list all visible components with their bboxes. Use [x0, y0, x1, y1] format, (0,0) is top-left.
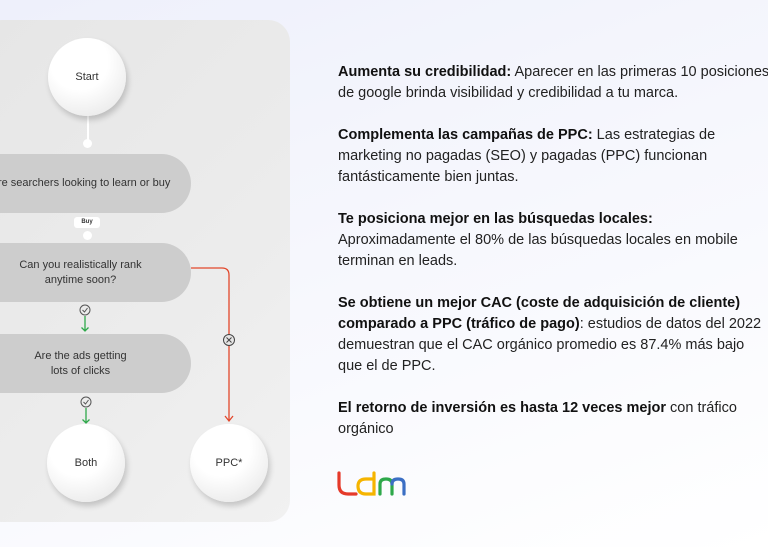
check-circle-icon	[79, 304, 91, 316]
text-line: marketing no pagadas (SEO) y pagadas (PP…	[338, 146, 768, 167]
text-line: El retorno de inversión es hasta 12 vece…	[338, 398, 768, 419]
benefits-text: Aumenta su credibilidad: Aparecer en las…	[338, 62, 768, 461]
bold-text: Te posiciona mejor en las búsquedas loca…	[338, 211, 653, 227]
text-line: Se obtiene un mejor CAC (coste de adquis…	[338, 293, 768, 314]
start-label: Start	[75, 71, 99, 83]
buy-label: Buy	[74, 217, 100, 228]
udm-logo	[337, 471, 406, 496]
both-node: Both	[47, 424, 125, 502]
x-circle-icon	[223, 334, 235, 346]
body-text: orgánico	[338, 421, 394, 437]
text-line: demuestran que el CAC orgánico promedio …	[338, 335, 768, 356]
bold-text: Complementa las campañas de PPC:	[338, 127, 593, 143]
text-line: Aumenta su credibilidad: Aparecer en las…	[338, 62, 768, 83]
both-label: Both	[74, 457, 98, 469]
benefit-paragraph: Se obtiene un mejor CAC (coste de adquis…	[338, 293, 768, 377]
body-text: Aparecer en las primeras 10 posiciones	[511, 64, 768, 80]
benefit-paragraph: Complementa las campañas de PPC: Las est…	[338, 125, 768, 188]
decision-learn-or-buy: Are searchers looking to learn or buy	[0, 154, 191, 213]
ppc-node: PPC*	[190, 424, 268, 502]
check-circle-icon	[80, 396, 92, 408]
body-text: que el de PPC.	[338, 358, 436, 374]
body-text: marketing no pagadas (SEO) y pagadas (PP…	[338, 148, 708, 164]
yes-arrow	[81, 316, 89, 332]
yes-arrow	[82, 408, 90, 424]
bold-text: Aumenta su credibilidad:	[338, 64, 512, 80]
start-node: Start	[48, 38, 126, 116]
text-line: orgánico	[338, 419, 768, 440]
benefit-paragraph: El retorno de inversión es hasta 12 vece…	[338, 398, 768, 440]
connector-dot	[83, 139, 92, 148]
benefit-paragraph: Aumenta su credibilidad: Aparecer en las…	[338, 62, 768, 104]
body-text: demuestran que el CAC orgánico promedio …	[338, 337, 745, 353]
connector-dot	[83, 231, 92, 240]
bold-text: Se obtiene un mejor CAC (coste de adquis…	[338, 295, 741, 311]
text-line: terminan en leads.	[338, 251, 768, 272]
text-line: de google brinda visibilidad y credibili…	[338, 83, 768, 104]
body-text: : estudios de datos del 2022	[579, 316, 762, 332]
text-line: Aproximadamente el 80% de las búsquedas …	[338, 230, 768, 251]
bold-text: El retorno de inversión es hasta 12 vece…	[338, 400, 667, 416]
no-arrowhead	[224, 415, 234, 423]
text-line: Te posiciona mejor en las búsquedas loca…	[338, 209, 768, 230]
no-branch-line	[191, 267, 230, 420]
text-line: Complementa las campañas de PPC: Las est…	[338, 125, 768, 146]
body-text: de google brinda visibilidad y credibili…	[338, 85, 679, 101]
body-text: con tráfico	[666, 400, 737, 416]
benefit-paragraph: Te posiciona mejor en las búsquedas loca…	[338, 209, 768, 272]
decision-label: Are searchers looking to learn or buy	[0, 177, 171, 189]
body-text: fantásticamente bien juntas.	[338, 169, 519, 185]
body-text: Aproximadamente el 80% de las búsquedas …	[338, 232, 738, 248]
ppc-label: PPC*	[215, 457, 243, 469]
text-line: fantásticamente bien juntas.	[338, 167, 768, 188]
body-text: terminan en leads.	[338, 253, 458, 269]
body-text: Las estrategias de	[592, 127, 716, 143]
connector	[87, 115, 89, 143]
bold-text: comparado a PPC (tráfico de pago)	[338, 316, 580, 332]
text-line: que el de PPC.	[338, 356, 768, 377]
text-line: comparado a PPC (tráfico de pago): estud…	[338, 314, 768, 335]
